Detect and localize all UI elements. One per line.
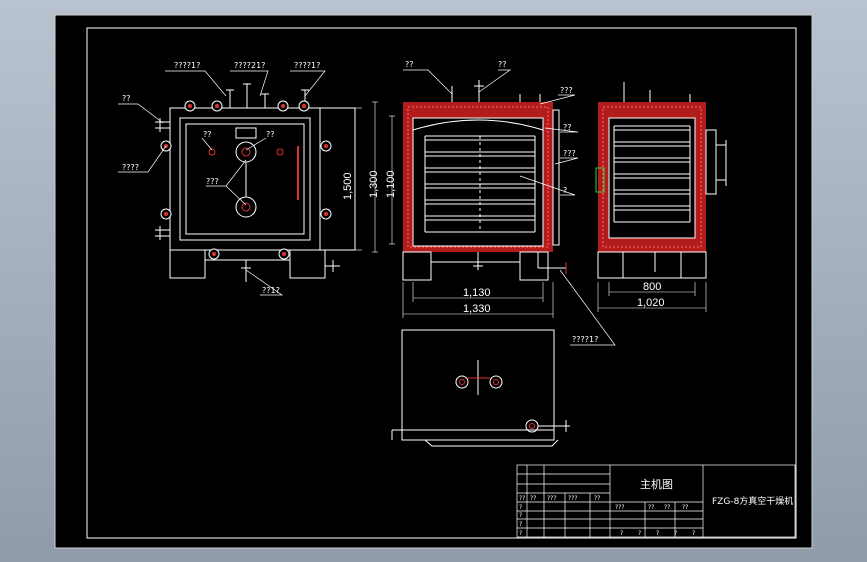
label-top-left-1: ????1? [174, 61, 200, 70]
row-mark-1: ? [519, 504, 522, 511]
field-cell-3: ?? [664, 504, 670, 511]
header-cell-2: ?? [530, 495, 536, 502]
plan-view [391, 329, 570, 447]
header-cell-4: ??? [568, 495, 578, 502]
label-side-top-1: ?? [405, 60, 414, 69]
header-cell-3: ??? [547, 495, 557, 502]
drawing-border [86, 27, 797, 539]
row-mark-4: ? [519, 530, 522, 537]
front-leaders [118, 70, 326, 296]
bottom-cell-4: ? [674, 530, 677, 537]
header-cell-1: ?? [519, 495, 525, 502]
label-side-right-3: ??? [563, 149, 576, 158]
field-cell-4: ?? [682, 504, 688, 511]
bottom-cell-3: ? [656, 530, 659, 537]
bottom-cell-5: ? [692, 530, 695, 537]
dim-end-width-inner: 800 [643, 281, 661, 293]
label-side-right-2: ?? [563, 123, 572, 132]
drawing-title: FZG-8方真空干燥机 [712, 495, 793, 507]
title-block-text: 主机图 FZG-8方真空干燥机 ?? ?? ??? ??? ?? ? ? ? ?… [519, 477, 793, 537]
front-labels: ????1? ????21? ????1? ?? ???? ?? ?? ??? … [122, 61, 354, 295]
view-name: 主机图 [640, 477, 673, 491]
label-side-right-1: ??? [560, 86, 573, 95]
dim-side-height-outer: 1,300 [368, 170, 380, 198]
dim-end-width-outer: 1,020 [637, 297, 665, 309]
label-inner-1: ?? [203, 130, 212, 139]
header-cell-5: ?? [594, 495, 600, 502]
label-side-top-2: ?? [498, 60, 507, 69]
front-view [155, 83, 362, 282]
drawing-sheet [54, 14, 813, 549]
dim-side-height-inner: 1,100 [385, 170, 397, 198]
title-block [516, 464, 796, 538]
bottom-cell-2: ? [638, 530, 641, 537]
dim-side-width-outer: 1,330 [463, 303, 491, 315]
field-cell-2: ?? [648, 504, 654, 511]
row-mark-3: ? [519, 521, 522, 528]
dim-side-width-inner: 1,130 [463, 287, 491, 299]
field-cell-1: ??? [615, 504, 625, 511]
label-inner-2: ?? [266, 130, 275, 139]
label-top-left-2: ????21? [234, 61, 265, 70]
side-view: ?? ?? ??? ?? ??? ? ????1? 1,300 1,100 1,… [368, 60, 616, 346]
label-inner-3: ??? [206, 177, 219, 186]
end-view: 800 1,020 [595, 82, 727, 312]
row-mark-2: ? [519, 512, 522, 519]
label-side-right-4: ? [563, 186, 567, 195]
label-bottom-left: ??1? [262, 286, 280, 295]
label-left-1: ?? [122, 94, 131, 103]
label-left-2: ???? [122, 163, 139, 172]
dim-front-height: 1,500 [342, 172, 354, 200]
label-top-left-3: ????1? [294, 61, 320, 70]
bottom-cell-1: ? [620, 530, 623, 537]
label-bottom-center: ????1? [572, 335, 598, 344]
